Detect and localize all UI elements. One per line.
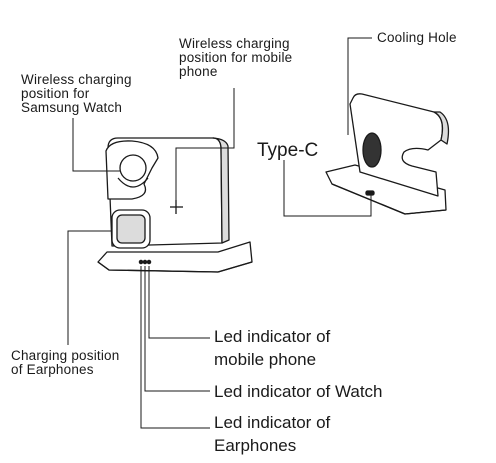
cooling-hole-label: Cooling Hole: [377, 30, 457, 45]
watch-position-label: Wireless charging position for Samsung W…: [21, 72, 132, 115]
rear-charging-stand: [325, 93, 450, 215]
cooling-hole-mesh: [362, 132, 382, 168]
type-c-label: Type-C: [257, 140, 319, 161]
front-panel-side: [212, 137, 230, 244]
led-dot-watch: [142, 259, 148, 265]
type-c-port: [365, 190, 375, 196]
leader-led-watch: [144, 266, 210, 392]
leader-led-earphones: [140, 266, 210, 429]
watch-puck: [119, 154, 147, 182]
led-watch-label: Led indicator of Watch: [214, 382, 383, 401]
earphone-position-label: Charging position of Earphones: [11, 348, 120, 377]
led-earphones-label: Led indicator of Earphones: [214, 413, 331, 455]
led-phone-label: Led indicator of mobile phone: [214, 327, 331, 369]
leader-earphones: [67, 230, 112, 345]
front-charging-stand: [97, 137, 253, 273]
rear-panel: [349, 93, 444, 197]
earphone-pad-inner: [116, 214, 146, 244]
rear-panel-side: [433, 111, 450, 145]
leader-watch: [72, 118, 120, 172]
leader-lines: [67, 37, 372, 429]
front-base-edge: [97, 261, 253, 273]
rear-base-edge: [331, 183, 447, 215]
leader-type-c: [283, 160, 372, 217]
leader-phone: [175, 88, 235, 200]
watch-cradle: [117, 177, 149, 188]
led-dot-earphones: [138, 259, 144, 265]
phone-position-label: Wireless charging position for mobile ph…: [179, 36, 293, 79]
led-dot-phone: [146, 259, 152, 265]
leader-led-phone: [148, 266, 210, 339]
leader-cooling: [347, 37, 372, 135]
